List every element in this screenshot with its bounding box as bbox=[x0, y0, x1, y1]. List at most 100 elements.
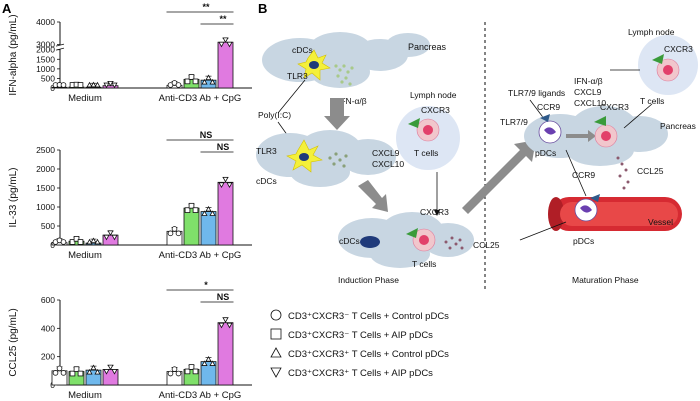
cdcs-label-1: cDCs bbox=[292, 45, 313, 55]
replicate-point bbox=[69, 370, 76, 377]
replicate-point bbox=[56, 365, 63, 372]
legend-item: CD3⁺CXCR3⁺ T Cells + AIP pDCs bbox=[270, 367, 433, 379]
vessel-label: Vessel bbox=[648, 217, 673, 227]
replicate-point bbox=[90, 364, 97, 371]
cdcs-label-3: cDCs bbox=[339, 236, 360, 246]
panel-a-label: A bbox=[2, 1, 12, 16]
cdc-nucleus-icon bbox=[309, 61, 319, 69]
pancreas-label-2: Pancreas bbox=[660, 121, 696, 131]
replicate-point bbox=[86, 368, 93, 375]
pdc-nucleus-1 bbox=[544, 127, 556, 135]
y-tick-label: 1500 bbox=[36, 54, 55, 64]
y-axis-label: IL-33 (pg/mL) bbox=[8, 167, 19, 227]
legend: CD3⁺CXCR3⁻ T Cells + Control pDCsCD3⁺CXC… bbox=[270, 309, 449, 379]
cxcr3-receptor-icon-2 bbox=[406, 228, 418, 238]
replicate-point bbox=[192, 207, 199, 213]
legend-symbol-icon bbox=[270, 347, 282, 358]
polyic-label: Poly(I:C) bbox=[258, 110, 291, 120]
replicate-point bbox=[107, 364, 114, 371]
replicate-point bbox=[192, 368, 199, 375]
ccr9-receptor-icon-2 bbox=[590, 194, 600, 202]
bar bbox=[217, 322, 234, 386]
cxcl9-label-1: CXCL9 bbox=[372, 148, 400, 158]
bar bbox=[85, 86, 102, 89]
legend-item: CD3⁺CXCR3⁻ T Cells + Control pDCs bbox=[270, 309, 449, 322]
replicate-point bbox=[171, 226, 178, 232]
t-cell-nucleus-1 bbox=[423, 125, 433, 135]
replicate-point bbox=[77, 239, 84, 245]
replicate-point bbox=[73, 366, 80, 372]
ccl25-particles-icon bbox=[444, 236, 464, 250]
replicate-point bbox=[73, 235, 80, 242]
replicate-point bbox=[188, 74, 195, 80]
y-axis-label: IFN-alpha (pg/mL) bbox=[8, 14, 19, 95]
replicate-point bbox=[175, 230, 182, 237]
bar bbox=[217, 41, 234, 89]
replicate-point bbox=[209, 210, 216, 216]
significance-label: NS bbox=[217, 292, 230, 302]
replicate-point bbox=[69, 239, 76, 245]
ccl25-particles-icon-2 bbox=[616, 156, 630, 190]
maturation-phase-label: Maturation Phase bbox=[572, 275, 639, 285]
replicate-point bbox=[90, 81, 97, 88]
pdcs-label-2: pDCs bbox=[573, 236, 594, 246]
y-tick-label: 2000 bbox=[36, 45, 55, 55]
cxcl9-label-2: CXCL9 bbox=[574, 87, 602, 97]
legend-label: CD3⁺CXCR3⁺ T Cells + AIP pDCs bbox=[288, 368, 433, 379]
replicate-point bbox=[226, 41, 233, 48]
legend-item: CD3⁺CXCR3⁻ T Cells + AIP pDCs bbox=[270, 328, 433, 341]
interaction-arrow bbox=[566, 130, 596, 142]
replicate-point bbox=[201, 78, 208, 85]
replicate-point bbox=[205, 205, 212, 212]
cxcl10-label-1: CXCL10 bbox=[372, 159, 404, 169]
legend-label: CD3⁺CXCR3⁺ T Cells + Control pDCs bbox=[288, 349, 449, 360]
y-tick-label: 600 bbox=[41, 295, 55, 305]
lymph-node-label-1: Lymph node bbox=[410, 90, 457, 100]
replicate-point bbox=[86, 81, 93, 88]
y-tick-label: 3000 bbox=[36, 39, 55, 49]
flow-arrow-1 bbox=[324, 98, 350, 130]
bar-chart-1: 050010001500200030004000IFN-alpha (pg/mL… bbox=[8, 2, 252, 104]
ccl25-label-1: CCL25 bbox=[473, 240, 500, 250]
flow-arrow-3 bbox=[462, 140, 536, 214]
flow-arrow-2 bbox=[358, 180, 388, 212]
cdc-nucleus-icon-2 bbox=[299, 153, 309, 161]
t-cells-label-2: T cells bbox=[412, 259, 436, 269]
cxcr3-receptor-icon-3 bbox=[594, 116, 606, 126]
legend-item: CD3⁺CXCR3⁺ T Cells + Control pDCs bbox=[270, 347, 449, 360]
legend-label: CD3⁺CXCR3⁻ T Cells + AIP pDCs bbox=[288, 330, 433, 341]
replicate-point bbox=[175, 370, 182, 377]
replicate-point bbox=[205, 356, 212, 362]
replicate-point bbox=[60, 239, 67, 245]
replicate-point bbox=[209, 78, 216, 85]
replicate-point bbox=[188, 364, 195, 370]
t-cells-label-3: T cells bbox=[640, 96, 664, 106]
significance-label: NS bbox=[200, 130, 213, 140]
x-tick-label: Anti-CD3 Ab + CpG bbox=[159, 390, 242, 401]
replicate-point bbox=[205, 74, 212, 81]
replicate-point bbox=[77, 82, 84, 88]
x-tick-label: Anti-CD3 Ab + CpG bbox=[159, 250, 242, 261]
y-tick-label: 200 bbox=[41, 352, 55, 362]
ifn-particles-icon bbox=[334, 64, 354, 86]
ifn-label-2: IFN-α/β bbox=[574, 76, 603, 86]
replicate-point bbox=[167, 230, 174, 237]
ccr9-receptor-icon-1 bbox=[540, 114, 550, 122]
ccl25-label-2: CCL25 bbox=[637, 166, 664, 176]
ifn-label-1: IFN-α/β bbox=[338, 96, 367, 106]
y-tick-label: 500 bbox=[41, 73, 55, 83]
replicate-point bbox=[184, 368, 191, 375]
pancreas-label-1: Pancreas bbox=[408, 42, 447, 52]
replicate-point bbox=[107, 80, 114, 87]
replicate-point bbox=[222, 37, 229, 44]
cdcs-label-2: cDCs bbox=[256, 176, 277, 186]
replicate-point bbox=[188, 202, 195, 209]
replicate-point bbox=[103, 234, 110, 241]
y-tick-label: 1500 bbox=[36, 183, 55, 193]
bar bbox=[200, 211, 217, 246]
polyic-arrow-2 bbox=[277, 79, 306, 114]
cxcr3-label-1: CXCR3 bbox=[421, 105, 450, 115]
